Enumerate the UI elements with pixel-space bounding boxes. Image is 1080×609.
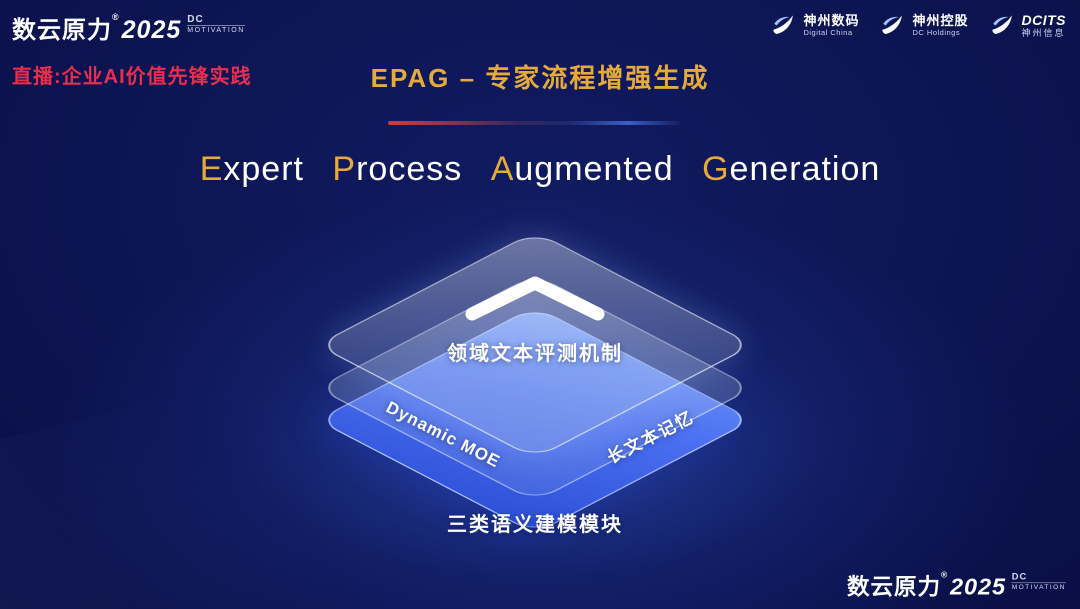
initial-letter: E — [199, 150, 224, 188]
partner-logos: 神州数码 Digital China 神州控股 DC Holdings DCIT… — [770, 12, 1066, 39]
logo-text: DCITS 神州信息 — [1022, 12, 1067, 38]
brand-name-text: 数云原力 — [847, 574, 942, 601]
word-rest: ugmented — [514, 150, 674, 188]
subtitle: Expert Process Augmented Generation — [0, 150, 1080, 189]
brand-year: 2025 — [121, 16, 182, 44]
brand-motivation: MOTIVATION — [187, 25, 245, 34]
registered-mark: ® — [112, 12, 120, 22]
logo-dcits: DCITS 神州信息 — [989, 12, 1067, 39]
logo-text: 神州数码 Digital China — [803, 12, 860, 38]
gradient-divider — [388, 121, 680, 125]
brand-logo-top-left: 数云原力®2025 DC MOTIVATION — [12, 10, 245, 45]
top-layer-label: 领域文本评测机制 — [447, 343, 623, 365]
brand-suffix: DC MOTIVATION — [187, 10, 245, 35]
logo-title: 神州数码 — [803, 12, 860, 28]
logo-title: 神州控股 — [912, 12, 969, 28]
brand-logo-bottom-right: 数云原力®2025 DC MOTIVATION — [847, 568, 1066, 601]
logo-subtitle: 神州信息 — [1021, 28, 1066, 39]
subtitle-word-augmented: Augmented — [491, 150, 674, 188]
logo-dc-holdings: 神州控股 DC Holdings — [879, 12, 968, 39]
brand-name: 数云原力®2025 — [12, 10, 181, 45]
page-title: EPAG – 专家流程增强生成 — [370, 63, 710, 93]
logo-text: 神州控股 DC Holdings — [912, 12, 969, 38]
brand-name: 数云原力®2025 — [847, 568, 1006, 601]
logo-subtitle: Digital China — [803, 27, 853, 37]
registered-mark: ® — [941, 569, 949, 580]
swoosh-icon — [773, 15, 794, 34]
brand-dc: DC — [187, 14, 204, 25]
logo-digital-china: 神州数码 Digital China — [770, 12, 859, 39]
initial-letter: P — [332, 150, 357, 188]
word-rest: eneration — [729, 150, 881, 188]
brand-dc: DC — [1011, 571, 1028, 583]
live-stream-label: 直播:企业AI价值先锋实践 — [12, 66, 252, 88]
word-rest: xpert — [223, 150, 304, 188]
brand-name-text: 数云原力 — [12, 17, 112, 44]
initial-letter: G — [702, 150, 730, 188]
initial-letter: A — [490, 150, 515, 188]
word-rest: rocess — [356, 150, 463, 188]
swoosh-icon — [991, 15, 1012, 34]
logo-title: DCITS — [1021, 12, 1066, 29]
brand-suffix: DC MOTIVATION — [1011, 568, 1066, 591]
brand-year: 2025 — [950, 573, 1007, 601]
brand-motivation: MOTIVATION — [1011, 582, 1066, 591]
subtitle-word-expert: Expert — [200, 150, 304, 188]
chevron-up-icon — [465, 276, 605, 321]
logo-subtitle: DC Holdings — [912, 27, 961, 37]
subtitle-word-generation: Generation — [702, 150, 880, 188]
swoosh-icon — [882, 15, 903, 34]
subtitle-word-process: Process — [332, 150, 462, 188]
bottom-layer-label: 三类语义建模模块 — [447, 514, 623, 536]
